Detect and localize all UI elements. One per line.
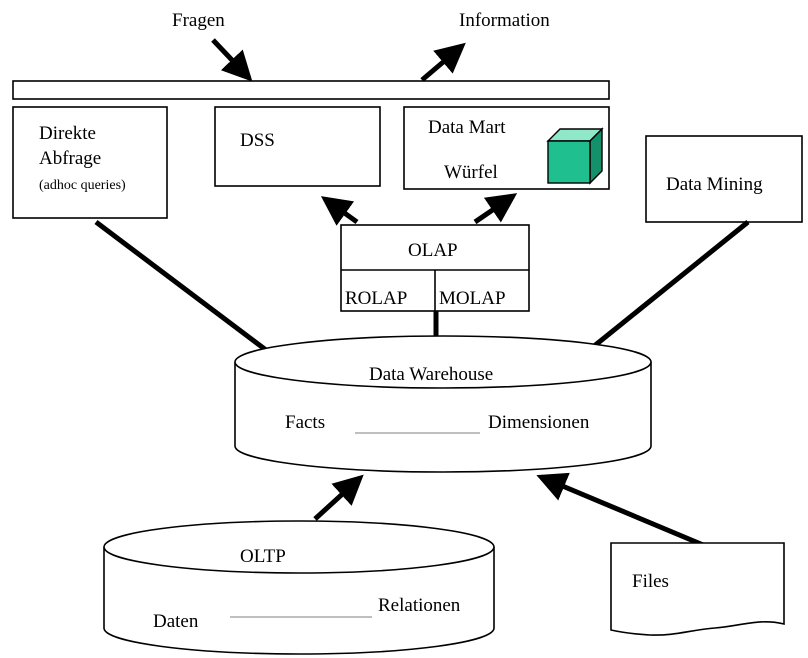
olap-label: OLAP [408,240,458,261]
files-to-warehouse-arrow [536,472,709,550]
direct-query-line2: Abfrage [39,148,101,169]
rolap-label: ROLAP [345,288,407,309]
dss-label: DSS [240,130,275,151]
top-interface-bar [12,80,610,100]
data-mart-box: Data Mart Würfel [403,106,610,190]
data-mining-connector [586,220,750,353]
files-label: Files [632,571,669,592]
direct-query-connector [94,220,268,352]
information-label: Information [459,10,550,31]
data-mart-label: Data Mart [428,117,506,138]
cube-icon [546,127,604,185]
information-arrow [420,42,466,82]
direct-query-box: Direkte Abfrage (adhoc queries) [12,106,168,219]
direct-query-line3: (adhoc queries) [39,178,126,193]
cube-label: Würfel [444,162,498,183]
olap-block: OLAP ROLAP MOLAP [340,224,530,312]
molap-label: MOLAP [439,288,506,309]
dimensions-label: Dimensionen [488,412,590,433]
oltp-label: OLTP [240,546,286,567]
questions-arrow [211,38,253,82]
olap-to-dss-arrow [320,196,359,226]
oltp-cylinder: OLTP Daten Relationen [103,520,495,655]
data-warehouse-label: Data Warehouse [369,364,493,385]
questions-label: Fragen [172,10,225,31]
data-mining-label: Data Mining [666,174,763,195]
oltp-relations-label: Relationen [378,595,461,616]
olap-to-datamart-arrow [473,193,518,225]
direct-query-line1: Direkte [39,123,96,144]
oltp-to-warehouse-arrow [313,474,364,521]
data-mining-box: Data Mining [645,135,803,223]
data-warehouse-cylinder: Data Warehouse Facts Dimensionen [234,335,652,473]
files-document: Files [610,542,785,636]
oltp-data-label: Daten [153,611,199,632]
facts-label: Facts [285,412,325,433]
dss-box: DSS [214,106,381,187]
